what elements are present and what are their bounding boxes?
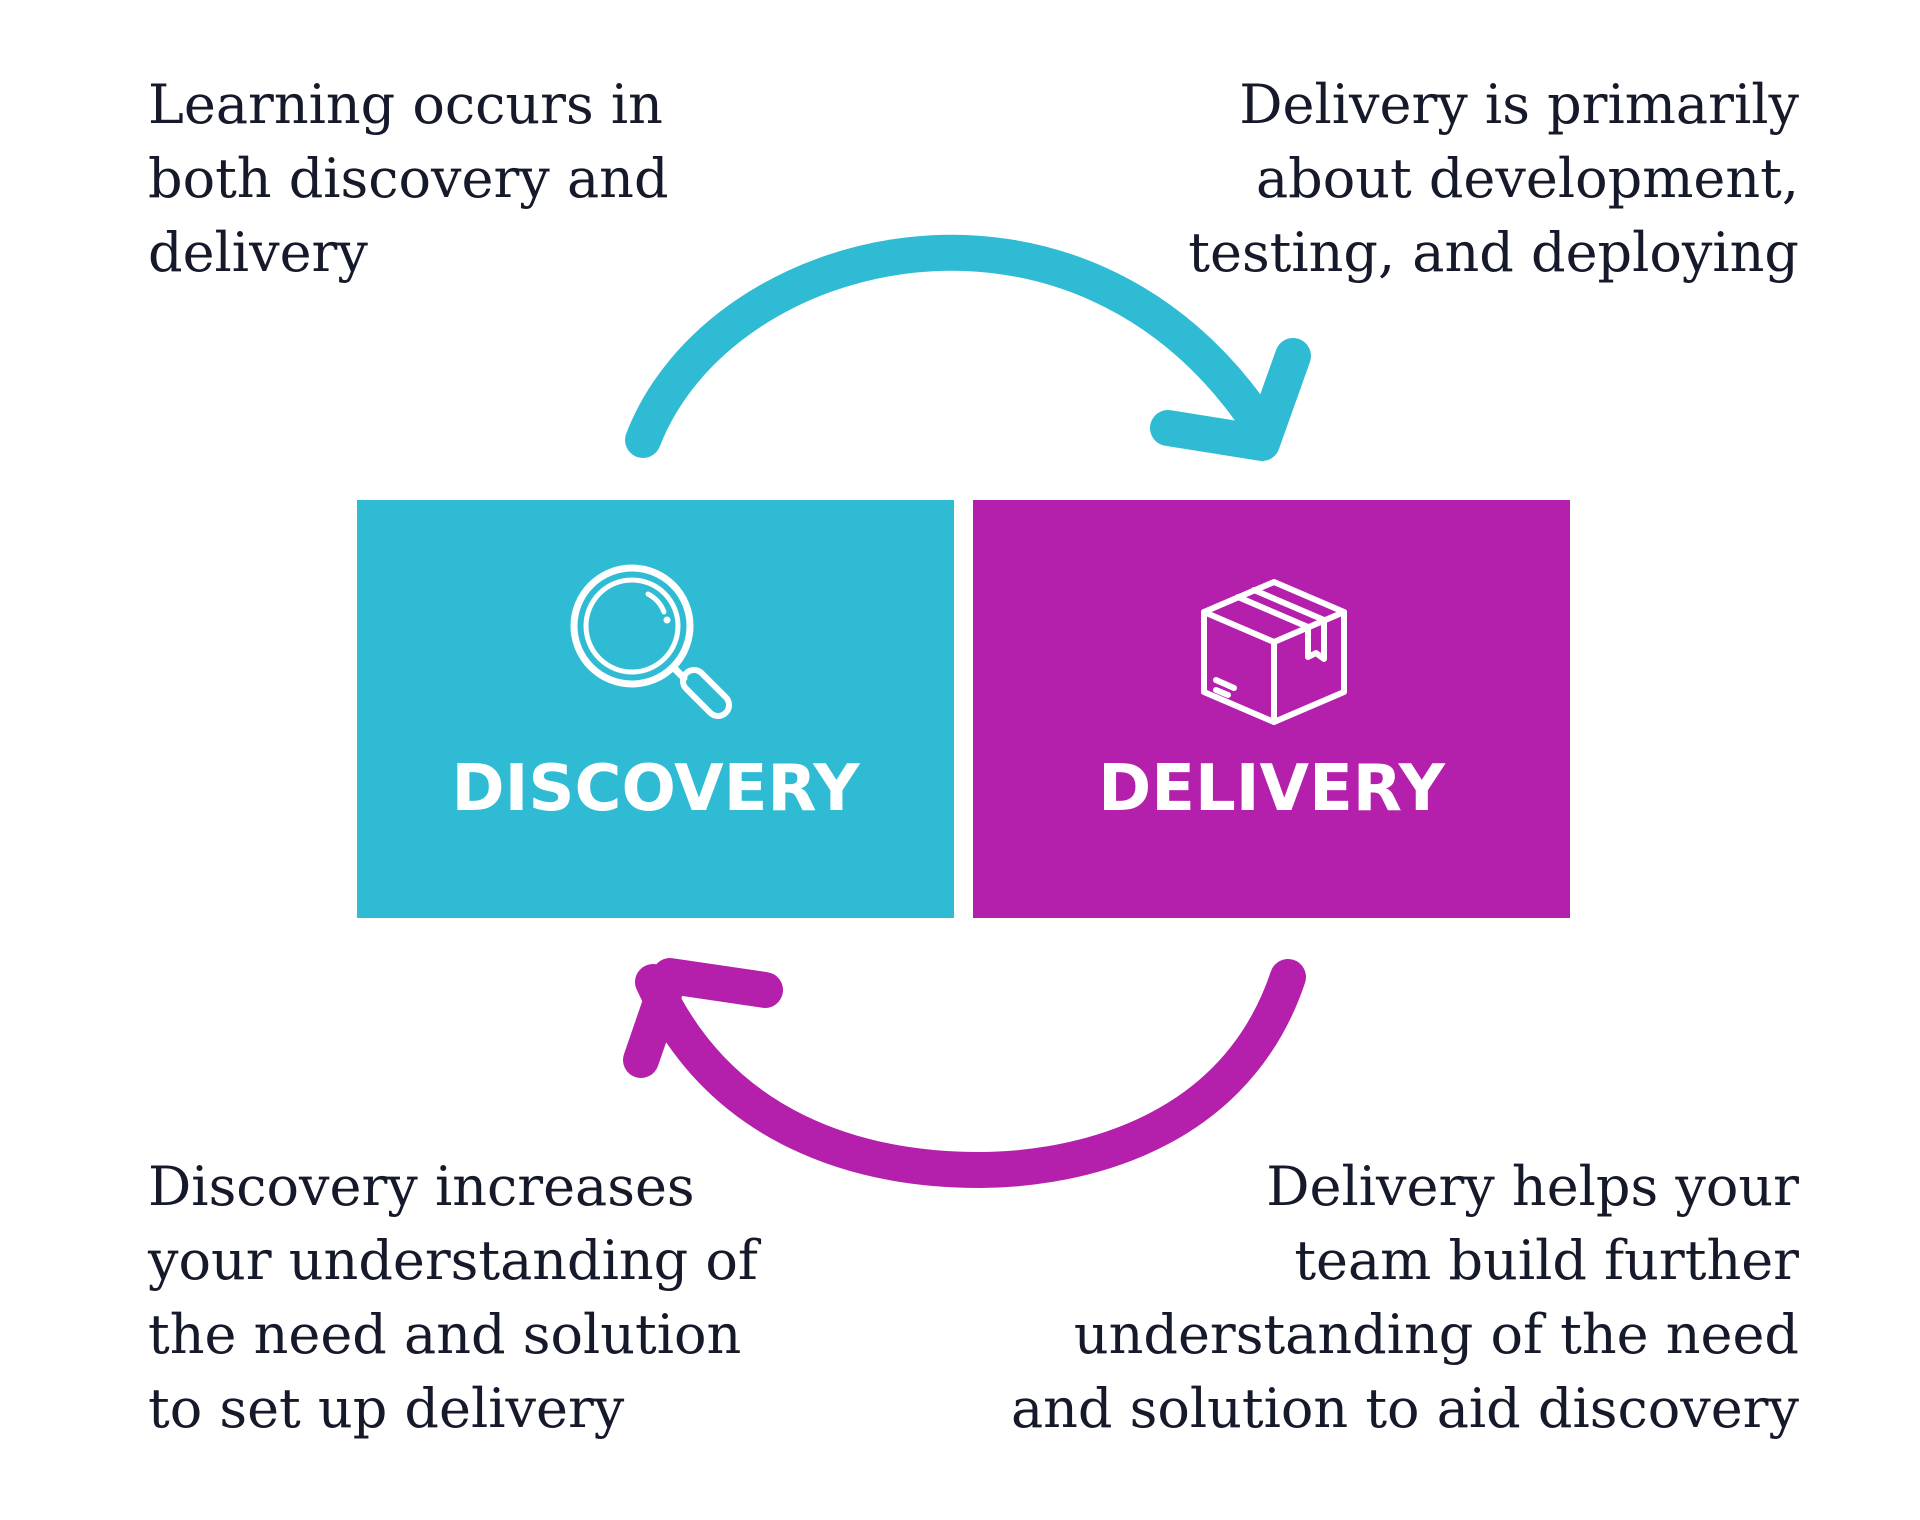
- discovery-box: DISCOVERY: [357, 500, 954, 918]
- note-line: Learning occurs in: [148, 73, 663, 136]
- arrow-discovery-to-delivery: [625, 234, 1280, 458]
- package-box-icon: [1200, 579, 1347, 725]
- discovery-label: DISCOVERY: [451, 752, 860, 826]
- arrowhead-delivery-to-discovery: [623, 958, 783, 1078]
- note-discovery-increases: Discovery increases your understanding o…: [148, 1150, 758, 1446]
- note-line: Delivery helps your: [1266, 1155, 1799, 1218]
- note-delivery-helps: Delivery helps your team build further u…: [1011, 1150, 1799, 1446]
- note-line: team build further: [1294, 1229, 1799, 1292]
- note-line: about development,: [1255, 147, 1799, 210]
- note-line: to set up delivery: [148, 1377, 625, 1440]
- note-learning: Learning occurs in both discovery and de…: [148, 68, 669, 290]
- delivery-box: DELIVERY: [973, 500, 1570, 918]
- arrow-delivery-to-discovery: [635, 959, 1306, 1189]
- note-line: the need and solution: [148, 1303, 742, 1366]
- note-line: both discovery and: [148, 147, 669, 210]
- note-delivery-purpose: Delivery is primarily about development,…: [1188, 68, 1799, 290]
- arrowhead-discovery-to-delivery: [1150, 338, 1311, 461]
- note-line: delivery: [148, 221, 368, 284]
- note-line: Discovery increases: [148, 1155, 695, 1218]
- note-line: your understanding of: [148, 1229, 758, 1292]
- note-line: and solution to aid discovery: [1010, 1377, 1799, 1440]
- note-line: understanding of the need: [1073, 1303, 1799, 1366]
- magnifying-glass-icon: [570, 564, 732, 720]
- note-line: testing, and deploying: [1188, 221, 1799, 284]
- note-line: Delivery is primarily: [1239, 73, 1799, 136]
- delivery-label: DELIVERY: [1098, 752, 1445, 826]
